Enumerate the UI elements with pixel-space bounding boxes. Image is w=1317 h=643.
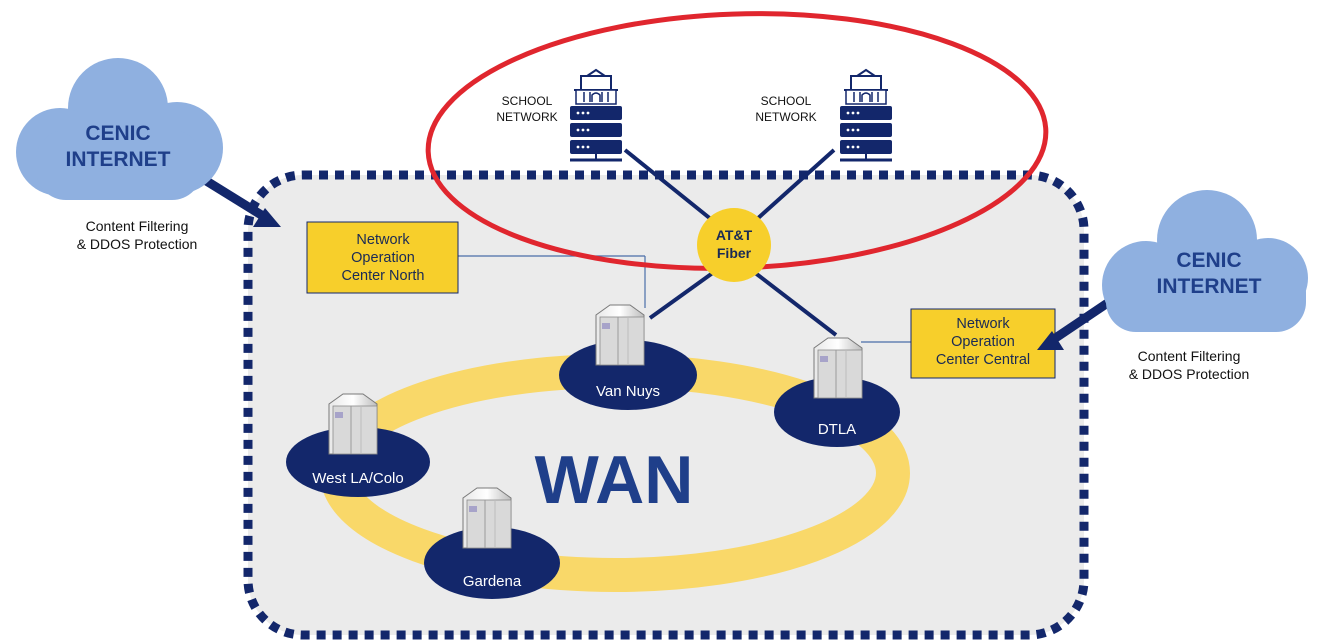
school-building-icon — [568, 68, 624, 162]
cloud-right-line2: INTERNET — [1157, 275, 1262, 298]
cloud-left-line1: CENIC — [85, 122, 150, 145]
hub-label-line1: AT&T — [716, 227, 753, 243]
right-note-line1: Content Filtering — [1138, 348, 1241, 364]
school-label-line2: NETWORK — [755, 110, 816, 124]
school-label-line1: SCHOOL — [502, 94, 553, 108]
site-west-la: West LA/Colo — [286, 393, 430, 497]
server-icon — [328, 393, 378, 455]
noc-north-line2: Operation — [351, 250, 415, 266]
noc-north-line3: Center North — [341, 268, 424, 284]
noc-central-line3: Center Central — [936, 352, 1030, 368]
site-label: Van Nuys — [596, 383, 660, 400]
link-hub-dtla — [752, 270, 838, 337]
site-van-nuys: Van Nuys — [559, 304, 697, 410]
noc-north-line1: Network — [356, 232, 410, 248]
noc-central-line2: Operation — [951, 334, 1015, 350]
school-label-line2: NETWORK — [496, 110, 557, 124]
server-icon — [462, 487, 512, 549]
site-label: West LA/Colo — [312, 470, 403, 487]
link-school-2-hub — [754, 148, 836, 222]
left-note-line1: Content Filtering — [86, 218, 189, 234]
noc-north-box: Network Operation Center North — [306, 221, 459, 294]
noc-central-line1: Network — [956, 316, 1010, 332]
server-icon — [813, 337, 863, 399]
cloud-right: CENIC INTERNET — [1102, 190, 1308, 332]
link-school-1-hub — [623, 148, 714, 222]
link-hub-van-nuys — [648, 270, 716, 320]
school-label-line1: SCHOOL — [761, 94, 812, 108]
right-note-line2: & DDOS Protection — [1129, 366, 1250, 382]
noc-central-box: Network Operation Center Central — [910, 308, 1056, 379]
cloud-left: CENIC INTERNET — [16, 58, 223, 200]
wan-label: WAN — [535, 442, 694, 518]
cloud-left-line2: INTERNET — [66, 148, 171, 171]
left-note-line2: & DDOS Protection — [77, 236, 198, 252]
site-gardena: Gardena — [424, 487, 560, 599]
site-label: DTLA — [818, 421, 856, 438]
school-network-1: SCHOOL NETWORK — [496, 68, 624, 162]
server-icon — [595, 304, 645, 366]
site-dtla: DTLA — [774, 337, 900, 447]
school-building-icon — [838, 68, 894, 162]
hub-label-line2: Fiber — [717, 245, 752, 261]
site-label: Gardena — [463, 573, 522, 590]
cloud-right-line1: CENIC — [1176, 249, 1241, 272]
school-network-2: SCHOOL NETWORK — [755, 68, 894, 162]
att-fiber-hub: AT&T Fiber — [697, 208, 771, 282]
